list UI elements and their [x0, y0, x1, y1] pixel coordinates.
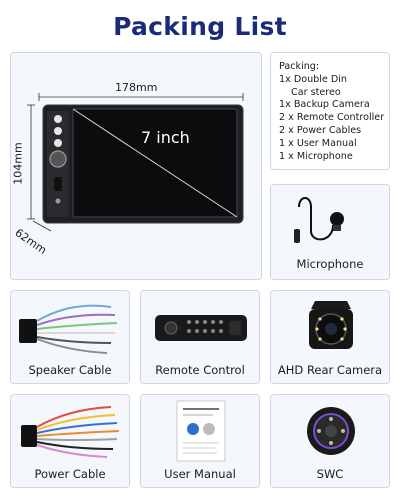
packing-item: 1 x User Manual	[279, 137, 357, 149]
rear-camera-label: AHD Rear Camera	[277, 363, 383, 377]
speaker-cable-icon	[19, 304, 118, 354]
speaker-cable-label: Speaker Cable	[28, 363, 112, 377]
microphone-label: Microphone	[296, 257, 364, 271]
power-cable-icon	[21, 406, 120, 458]
packing-item: 2 x Remote Controller	[279, 112, 385, 124]
height-dimension-label: 104mm	[11, 142, 25, 185]
remote-control-label: Remote Control	[155, 363, 245, 377]
remote-control-card: Remote Control	[140, 290, 260, 384]
swc-label: SWC	[316, 467, 344, 481]
packing-item: 1x Backup Camera	[279, 99, 370, 111]
rear-camera-icon	[309, 301, 353, 349]
speaker-cable-card: Speaker Cable	[10, 290, 130, 384]
microphone-icon	[294, 197, 344, 243]
stereo-card: 178mm 104mm 62mm 7 inch	[10, 52, 262, 280]
user-manual-label: User Manual	[164, 467, 236, 481]
rear-camera-card: AHD Rear Camera	[270, 290, 390, 384]
packing-item: 1 x Microphone	[279, 150, 353, 162]
user-manual-card: User Manual	[140, 394, 260, 488]
steering-wheel-control-icon	[307, 407, 355, 455]
user-manual-icon	[176, 400, 226, 462]
remote-control-icon	[155, 315, 247, 341]
packing-item: 2 x Power Cables	[279, 124, 362, 136]
swc-card: SWC	[270, 394, 390, 488]
packing-item: 1x Double Din	[279, 73, 348, 85]
stereo-dimension-drawing	[27, 93, 244, 232]
power-cable-card: Power Cable	[10, 394, 130, 488]
screen-size-label: 7 inch	[141, 128, 190, 147]
packing-list-card: Packing: 1x Double Din Car stereo 1x Bac…	[270, 52, 390, 170]
page-title: Packing List	[113, 12, 287, 41]
width-dimension-label: 178mm	[115, 81, 158, 94]
packing-list: Packing: 1x Double Din Car stereo 1x Bac…	[279, 61, 384, 163]
packing-heading: Packing:	[279, 61, 320, 72]
packing-item: Car stereo	[291, 86, 341, 98]
microphone-card: Microphone	[270, 184, 390, 280]
power-cable-label: Power Cable	[34, 467, 106, 481]
